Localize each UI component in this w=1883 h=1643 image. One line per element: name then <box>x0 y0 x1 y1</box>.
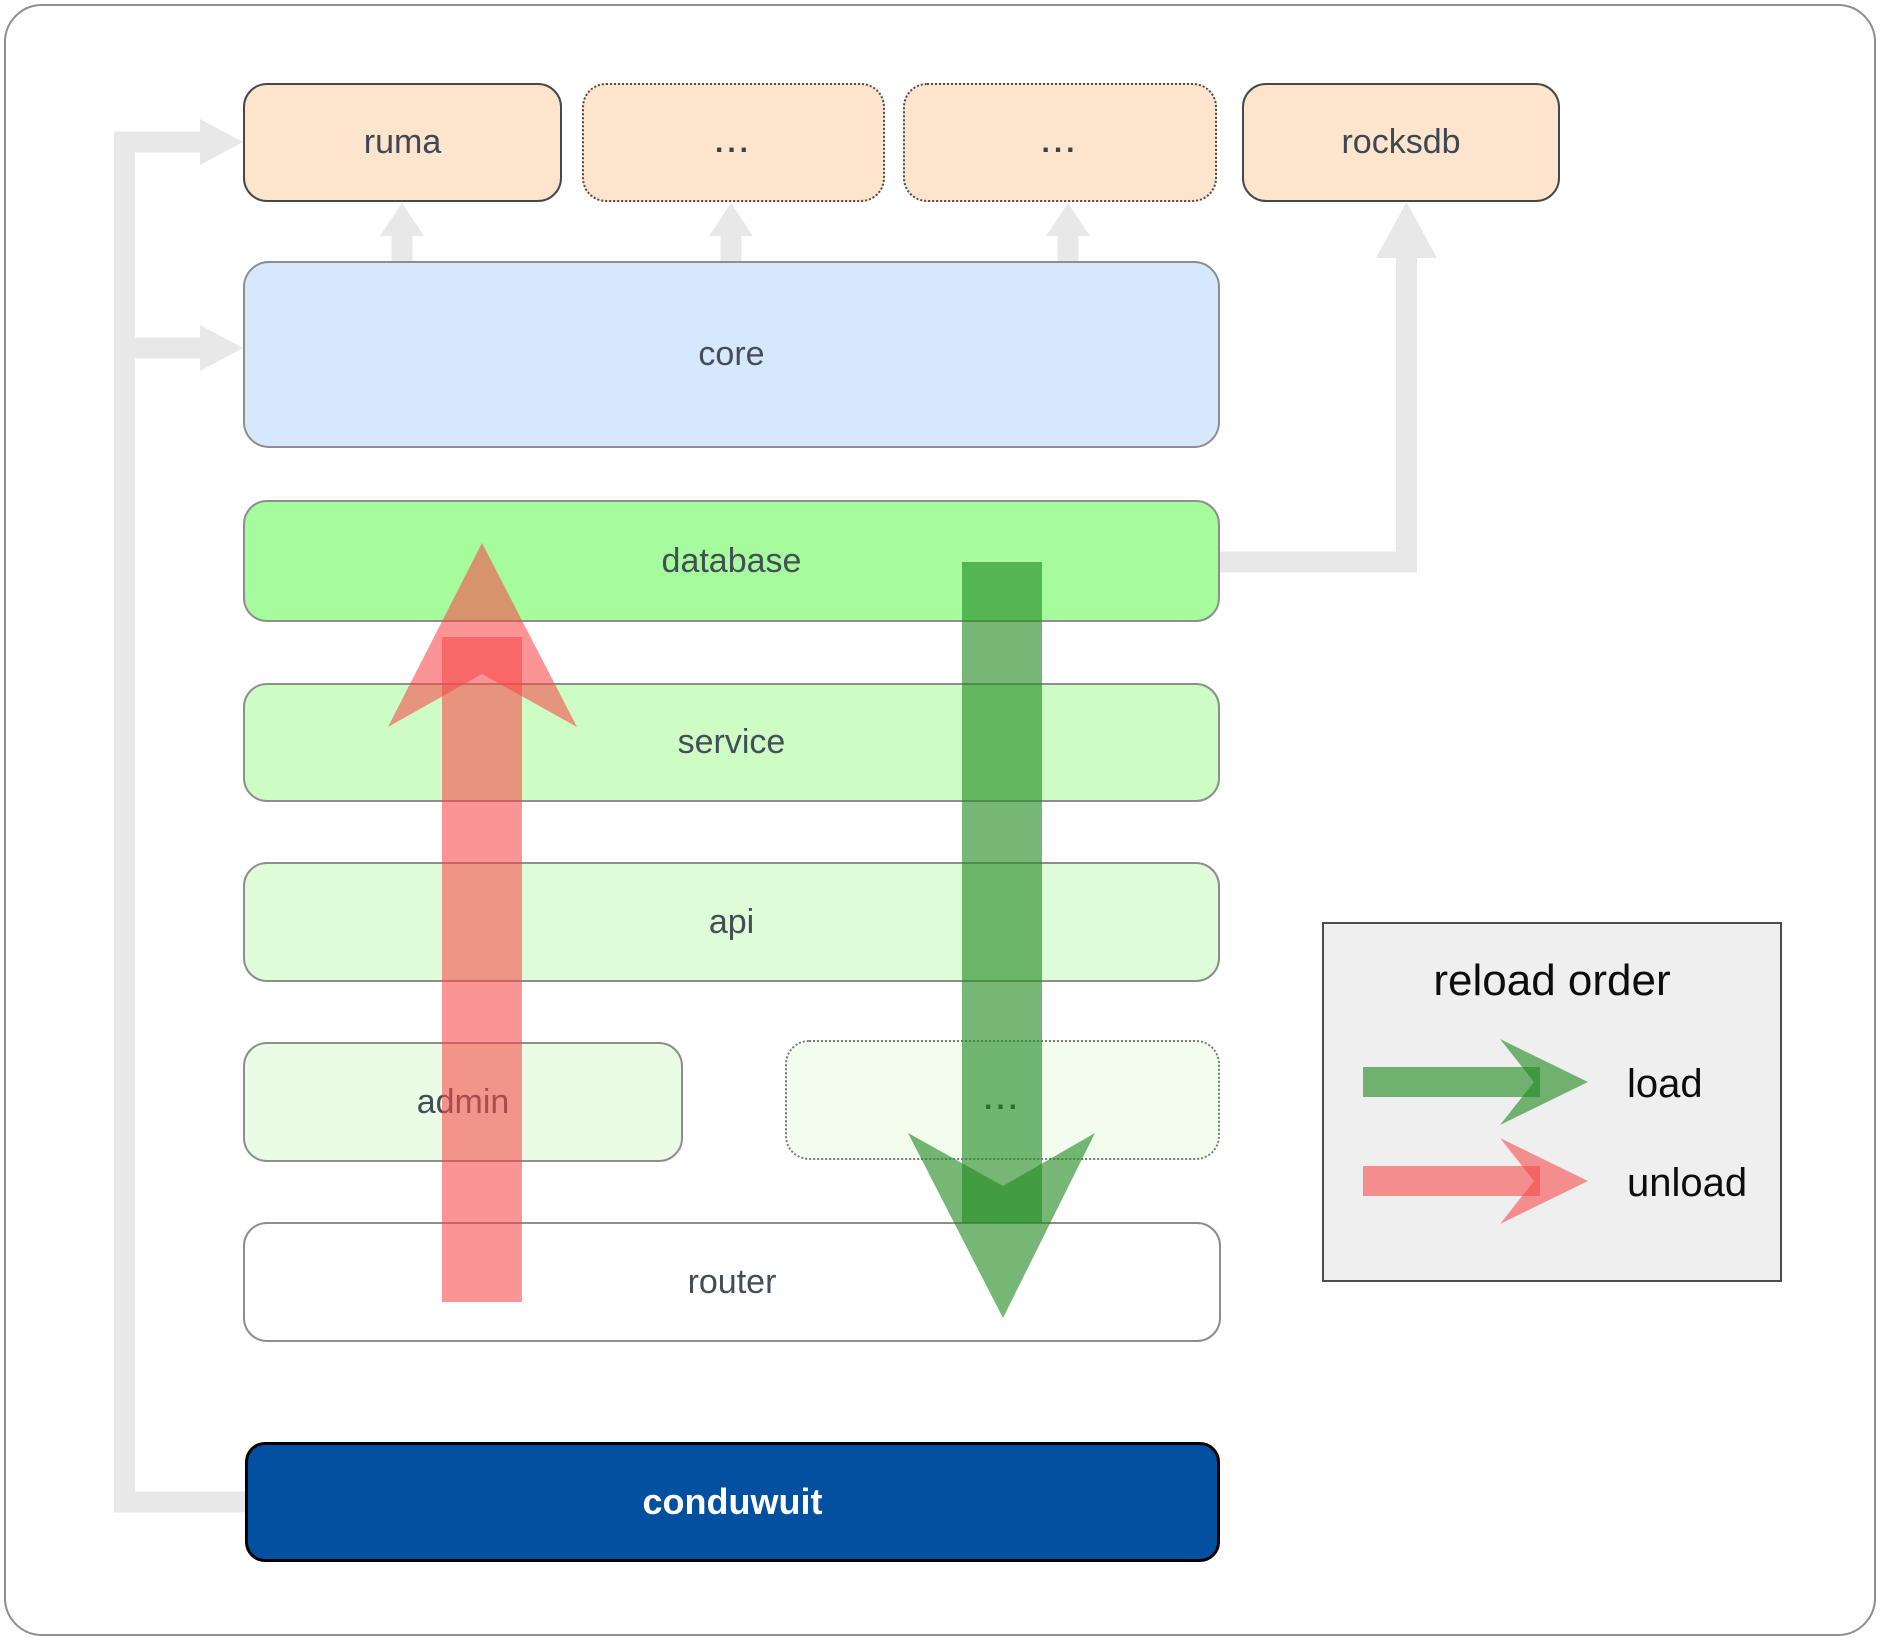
node-router-label: router <box>687 1262 777 1301</box>
node-core: core <box>243 261 1220 448</box>
node-ellipsis-mid: ... <box>785 1040 1220 1160</box>
node-ruma-label: ruma <box>363 123 442 161</box>
node-service-label: service <box>677 723 786 761</box>
node-api: api <box>243 862 1220 982</box>
node-ruma: ruma <box>243 83 562 202</box>
node-ellipsis-top-2-label: ... <box>1041 125 1079 159</box>
node-core-label: core <box>698 335 765 373</box>
node-ellipsis-top-2: ... <box>903 83 1217 202</box>
legend-box: reload order load unload <box>1322 922 1782 1282</box>
node-router: router <box>243 1222 1221 1342</box>
node-admin: admin <box>243 1042 683 1162</box>
page-border <box>4 4 1876 1636</box>
node-ellipsis-top-1: ... <box>582 83 885 202</box>
node-admin-label: admin <box>416 1082 510 1121</box>
node-rocksdb: rocksdb <box>1242 83 1560 202</box>
node-service: service <box>243 683 1220 802</box>
node-database-label: database <box>661 541 802 580</box>
node-conduwuit-label: conduwuit <box>642 1481 823 1522</box>
node-api-label: api <box>708 902 755 941</box>
node-ellipsis-mid-label: ... <box>983 1083 1021 1116</box>
legend-load-label: load <box>1627 1062 1703 1106</box>
legend-title: reload order <box>1433 956 1671 1005</box>
node-conduwuit: conduwuit <box>245 1442 1220 1562</box>
node-ellipsis-top-1-label: ... <box>714 125 752 159</box>
node-rocksdb-label: rocksdb <box>1341 123 1461 161</box>
legend-unload-label: unload <box>1627 1161 1748 1205</box>
node-database: database <box>243 500 1220 622</box>
